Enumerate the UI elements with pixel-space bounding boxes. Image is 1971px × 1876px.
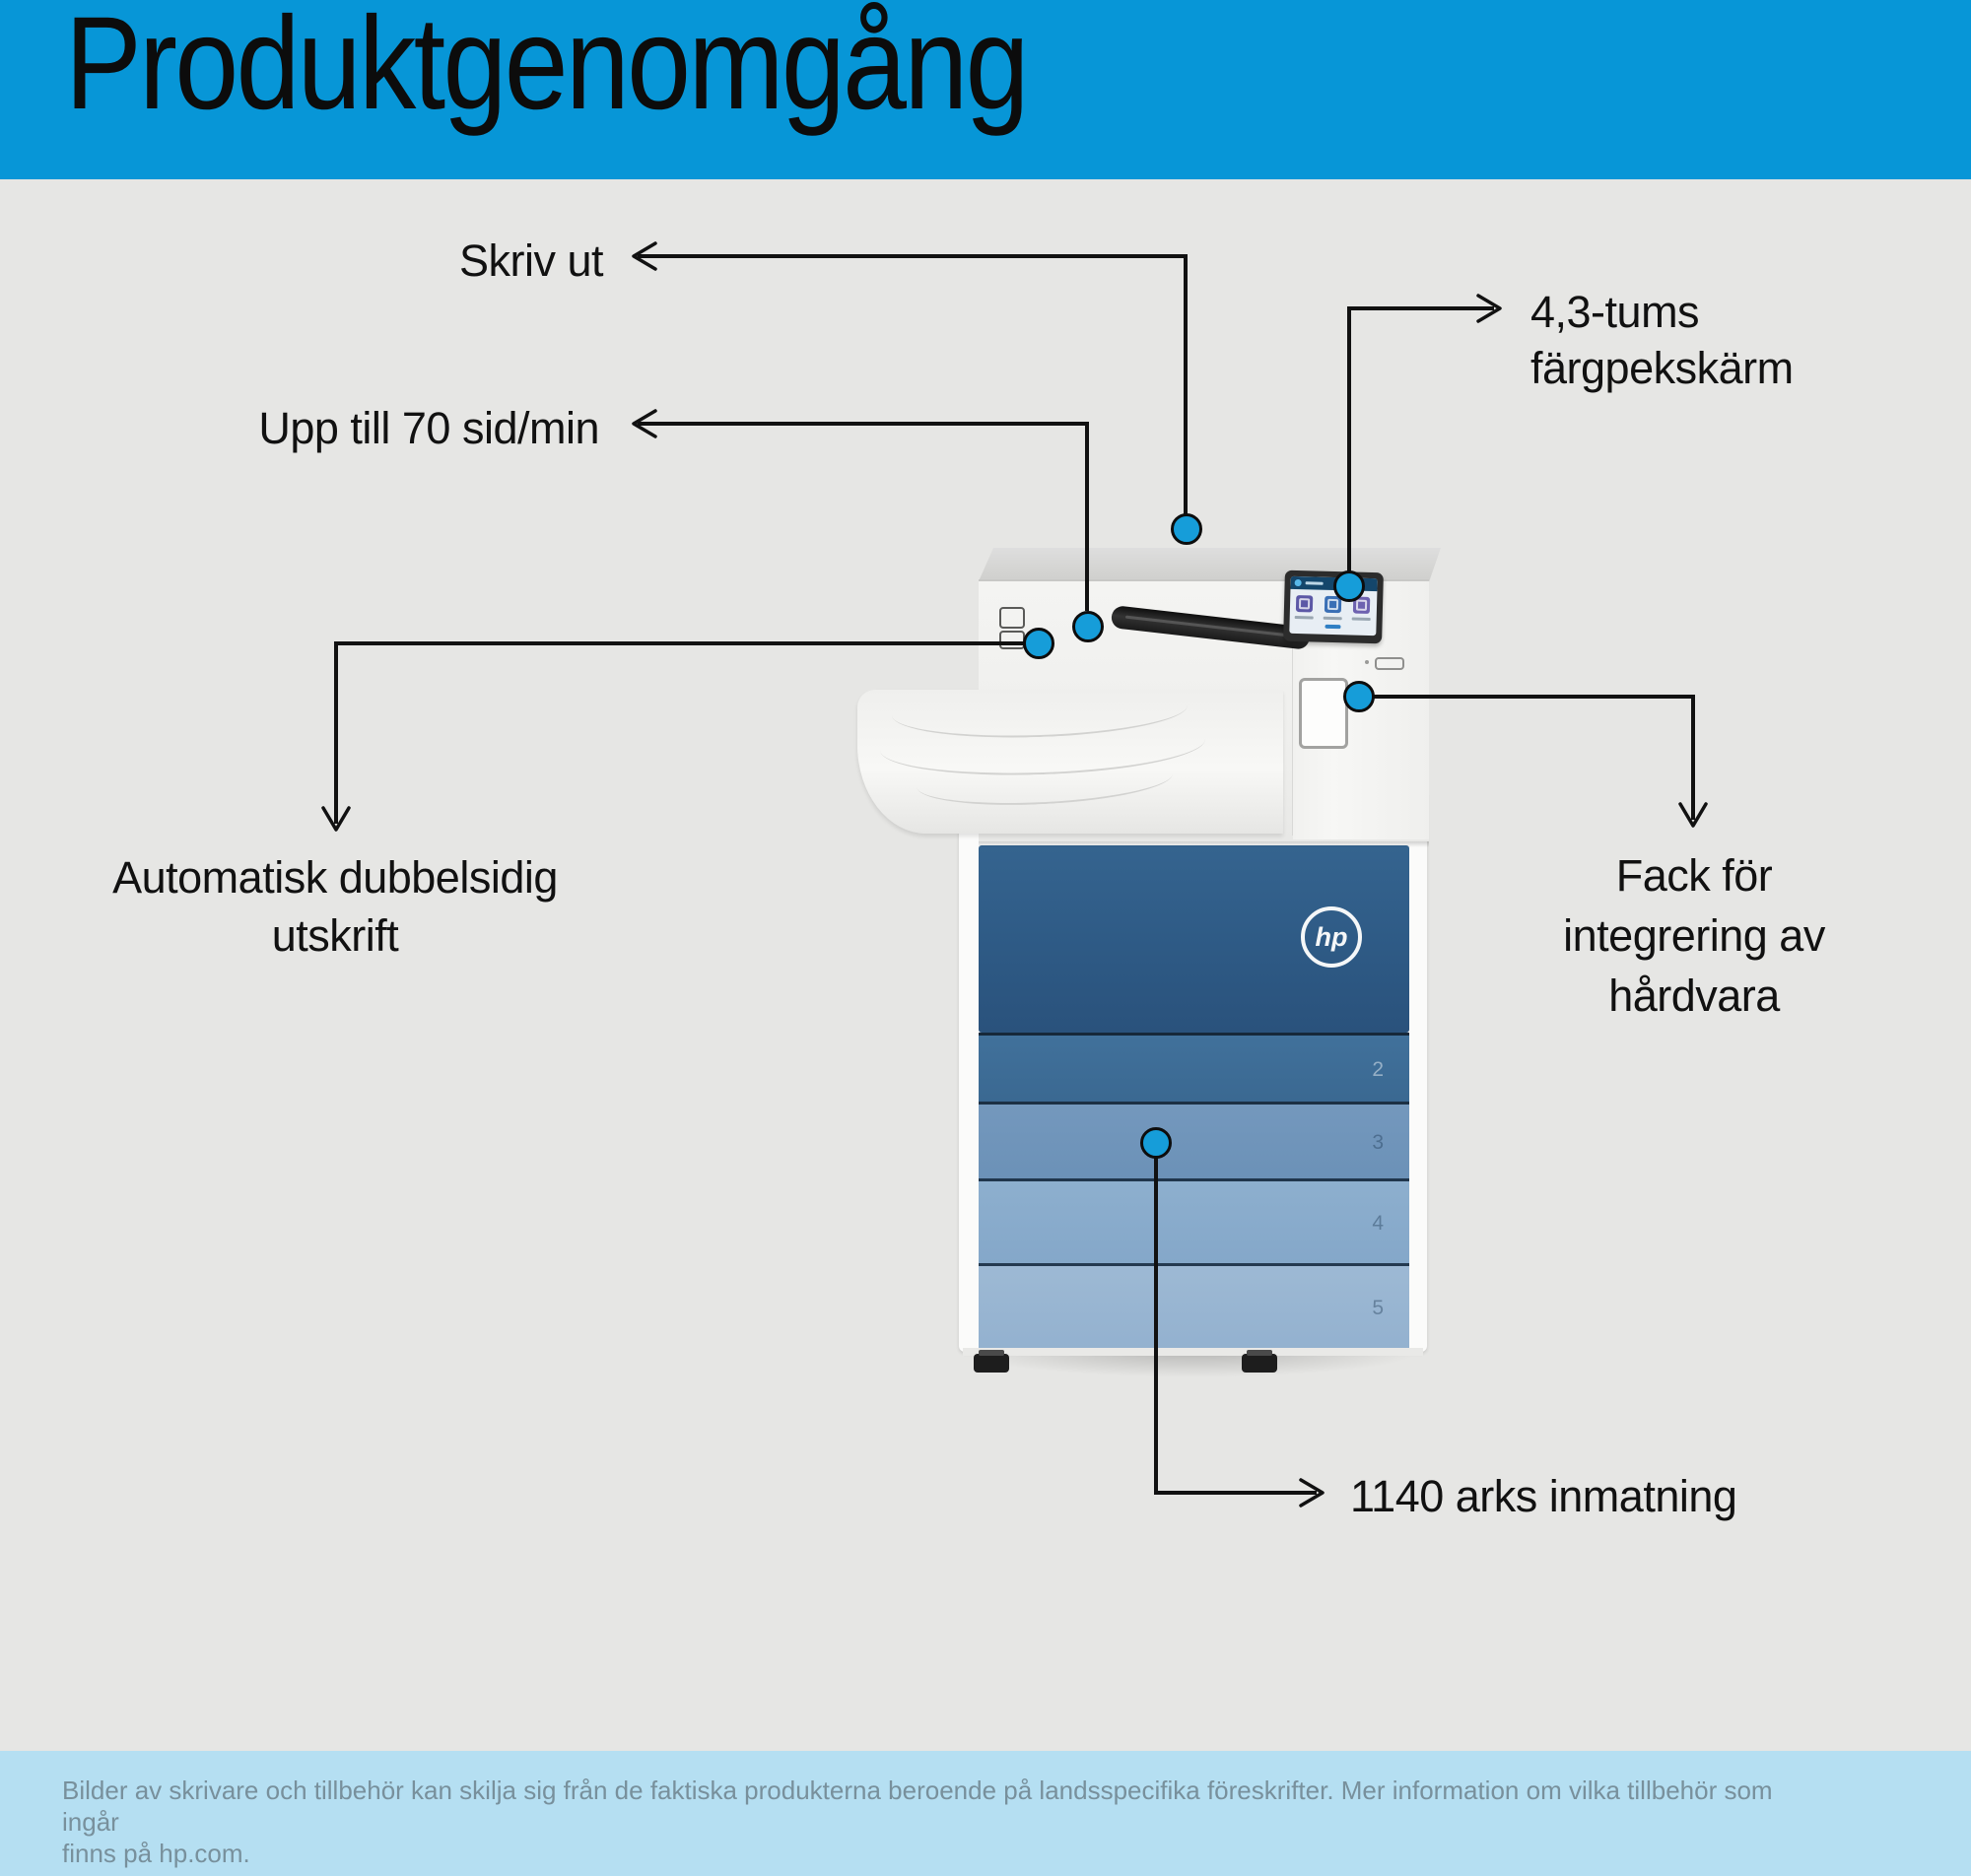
page-title: Produktgenomgång: [65, 0, 1029, 137]
power-indicator-light: [1365, 660, 1369, 664]
tray-number: 2: [1372, 1058, 1384, 1081]
callout-label-speed: Upp till 70 sid/min: [258, 403, 599, 453]
callout-label-hip: Fack för integrering av hårdvara: [1563, 850, 1825, 1021]
footer-disclaimer-bar: Bilder av skrivare och tillbehör kan ski…: [0, 1751, 1971, 1876]
screen-app-tile[interactable]: [1352, 596, 1371, 614]
hardware-integration-pocket: [1299, 678, 1348, 749]
arrowhead-right-touchscreen: [1476, 294, 1502, 323]
control-panel: [1283, 570, 1384, 644]
callout-label-print: Skriv ut: [458, 235, 604, 286]
power-button[interactable]: [1375, 657, 1404, 670]
tray-number: 3: [1372, 1131, 1384, 1154]
hp-logo-text: hp: [1315, 921, 1348, 952]
printer-front-door: hp: [979, 845, 1409, 1033]
callout-label-input: 1140 arks inmatning: [1350, 1471, 1737, 1521]
engine-seam: [1292, 583, 1293, 836]
arrowhead-down-hip: [1678, 802, 1708, 828]
label-sticker: [999, 607, 1025, 629]
tile-caption-placeholder: [1323, 616, 1342, 621]
paper-tray-4: 4: [979, 1178, 1409, 1266]
body-junction-shadow: [979, 838, 1429, 847]
tray-number: 5: [1372, 1297, 1384, 1319]
touchscreen[interactable]: [1289, 575, 1378, 636]
cabinet-base: [963, 1348, 1423, 1356]
screen-status-bar: [1290, 575, 1378, 592]
hp-logo: hp: [1301, 906, 1362, 968]
tile-caption-placeholder: [1351, 617, 1371, 621]
header-banner: Produktgenomgång: [0, 0, 1971, 179]
screen-page-indicator: [1325, 624, 1341, 630]
tile-caption-placeholder: [1294, 615, 1314, 620]
paper-tray-3: 3: [979, 1102, 1409, 1181]
footer-line-1: Bilder av skrivare och tillbehör kan ski…: [62, 1776, 1773, 1837]
tray-number: 4: [1372, 1212, 1384, 1235]
paper-tray-5: 5: [979, 1263, 1409, 1351]
caster-wheel: [974, 1350, 1009, 1373]
arrowhead-right-input: [1299, 1478, 1325, 1508]
footer-disclaimer-text: Bilder av skrivare och tillbehör kan ski…: [62, 1775, 1816, 1869]
arrowhead-left-print: [632, 241, 657, 271]
footer-line-2: finns på hp.com.: [62, 1839, 250, 1868]
screen-app-tile[interactable]: [1295, 595, 1314, 613]
hp-logo-icon: [1294, 578, 1302, 587]
arrowhead-left-speed: [632, 409, 657, 438]
label-sticker: [999, 631, 1025, 649]
caster-wheel: [1242, 1350, 1277, 1373]
callout-label-duplex: Automatisk dubbelsidig utskrift: [112, 852, 558, 961]
paper-tray-2: 2: [979, 1033, 1409, 1105]
callout-line-print: [638, 254, 1188, 514]
callout-label-touchscreen: 4,3-tums färgpekskärm: [1530, 287, 1794, 393]
marker-dot-print: [1171, 513, 1202, 545]
status-text-placeholder: [1305, 581, 1324, 585]
arrowhead-down-duplex: [321, 806, 351, 832]
screen-app-tile[interactable]: [1324, 595, 1342, 614]
callout-line-touchscreen: [1347, 306, 1494, 587]
